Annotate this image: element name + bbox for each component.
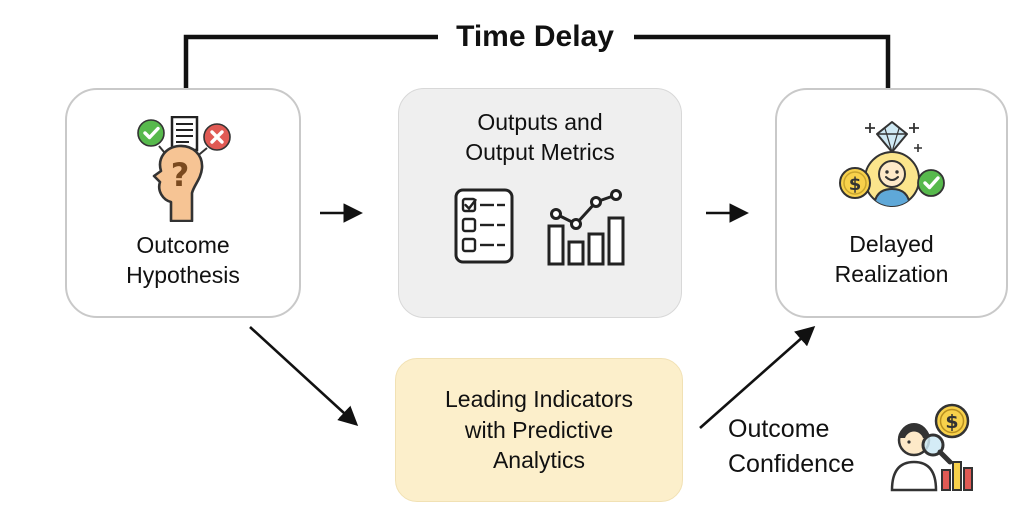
output-metrics-icons [451, 184, 629, 268]
diamond-icon [875, 120, 908, 153]
checklist-icon [454, 188, 514, 264]
time-delay-bracket-right [634, 34, 891, 88]
mini-bar-chart-icon [941, 461, 973, 491]
svg-text:?: ? [171, 156, 190, 194]
dollar-coin-icon: $ [934, 403, 970, 439]
svg-text:$: $ [945, 411, 958, 433]
diagram-title: Time Delay [456, 20, 614, 53]
outcome-confidence-label: Outcome Confidence [728, 415, 855, 478]
node-leading-indicators: Leading Indicators with Predictive Analy… [395, 358, 683, 502]
time-delay-bracket-left [183, 34, 438, 88]
analyst-search-icon: $ [890, 403, 973, 492]
bar-chart-icon [547, 188, 625, 266]
arrow-hypothesis-to-leading [249, 326, 359, 426]
person-hair [899, 423, 929, 438]
node-delayed-realization: $ Delayed Realization [775, 88, 1008, 318]
outcome-hypothesis-label: Outcome Hypothesis [126, 231, 240, 288]
node-outcome-hypothesis: ? Outcome Hypothesis [65, 88, 301, 318]
reward-person-icon: $ [838, 120, 945, 207]
output-metrics-label: Outputs and Output Metrics [465, 109, 615, 166]
analyst-icon-wrap: $ [878, 400, 978, 500]
head-profile-shape [152, 144, 204, 222]
person-body [890, 460, 938, 492]
head-question-icon: ? [137, 115, 231, 222]
x-circle-icon [203, 122, 231, 151]
magnifier-icon [921, 433, 953, 465]
delayed-realization-label: Delayed Realization [834, 230, 949, 287]
svg-text:$: $ [848, 174, 861, 195]
node-output-metrics: Outputs and Output Metrics [398, 88, 682, 318]
leading-indicators-label: Leading Indicators with Predictive Analy… [445, 386, 633, 474]
check-circle-icon [137, 118, 165, 147]
dollar-coin-icon: $ [838, 166, 871, 199]
check-circle-icon [916, 168, 945, 197]
